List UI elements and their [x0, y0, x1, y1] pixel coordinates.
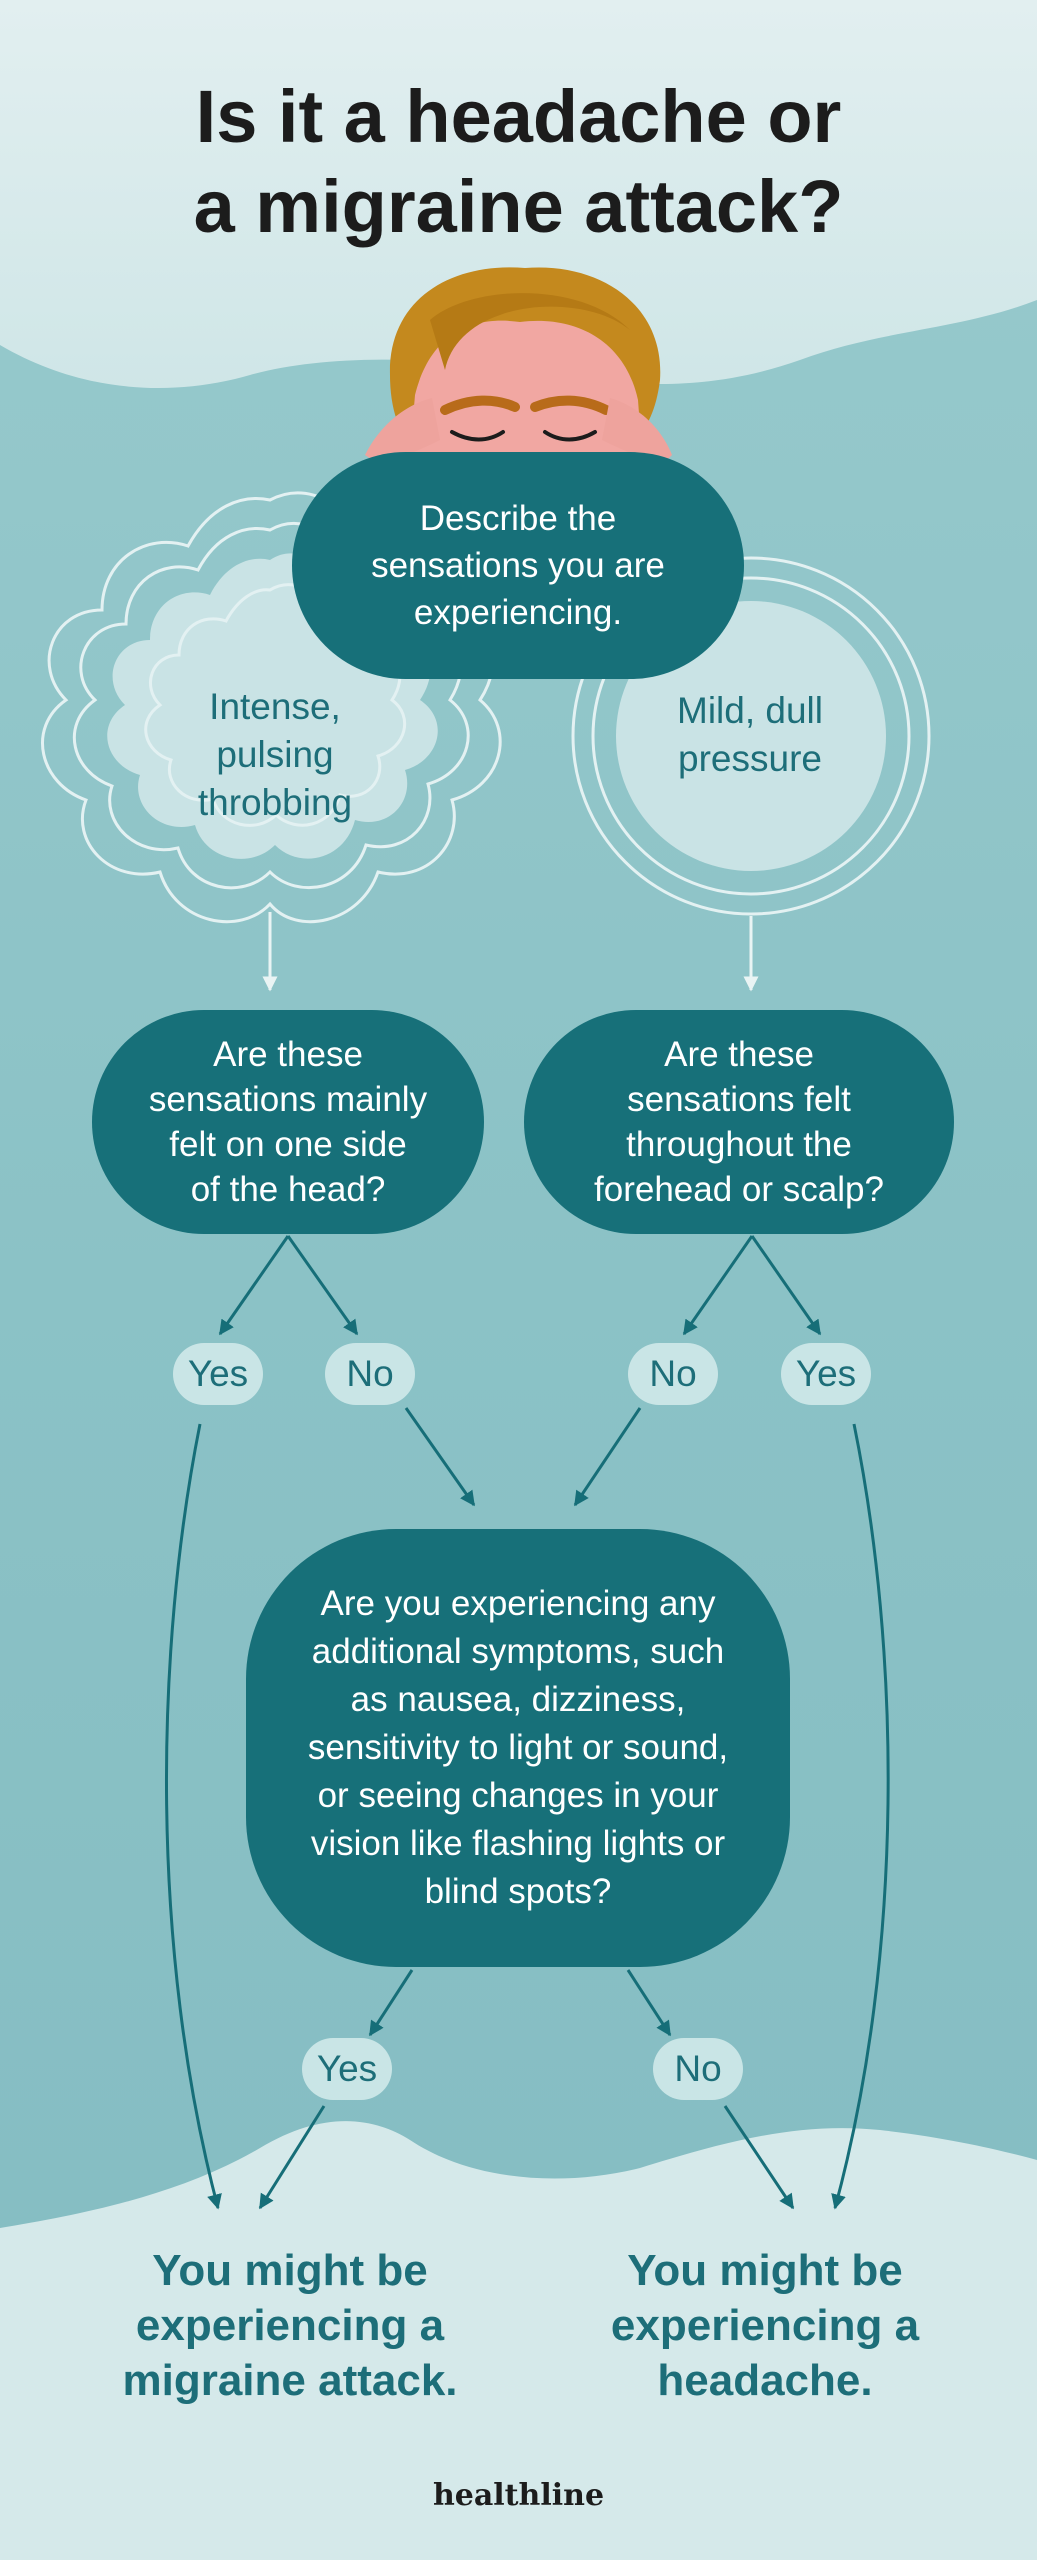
- result-headache: You might be experiencing a headache.: [610, 2246, 920, 2405]
- option-mild-pressure: Mild, dull pressure: [677, 690, 823, 779]
- page-title: Is it a headache or a migraine attack?: [193, 75, 844, 248]
- answer-yes-pill: Yes: [173, 1343, 263, 1405]
- question-symptoms-node: Are you experiencing any additional symp…: [246, 1529, 790, 1967]
- answer-no-pill: No: [653, 2038, 743, 2100]
- answer-yes-pill: Yes: [781, 1343, 871, 1405]
- woman-illustration: [365, 267, 672, 465]
- top-wave: [0, 0, 1037, 389]
- start-node: Describe the sensations you are experien…: [292, 452, 744, 679]
- option-intense-throbbing: Intense, pulsing throbbing: [197, 686, 353, 823]
- bottom-wave: [0, 2121, 1037, 2560]
- answer-no-pill: No: [628, 1343, 718, 1405]
- question-throughout-node: Are these sensations felt throughout the…: [524, 1010, 954, 1234]
- result-migraine: You might be experiencing a migraine att…: [122, 2246, 458, 2405]
- answer-no-pill: No: [325, 1343, 415, 1405]
- pressure-circle-shape: [571, 556, 931, 916]
- answer-yes-pill: Yes: [302, 2038, 392, 2100]
- question-one-side-node: Are these sensations mainly felt on one …: [92, 1010, 484, 1234]
- brand-logo[interactable]: healthline: [432, 2478, 605, 2513]
